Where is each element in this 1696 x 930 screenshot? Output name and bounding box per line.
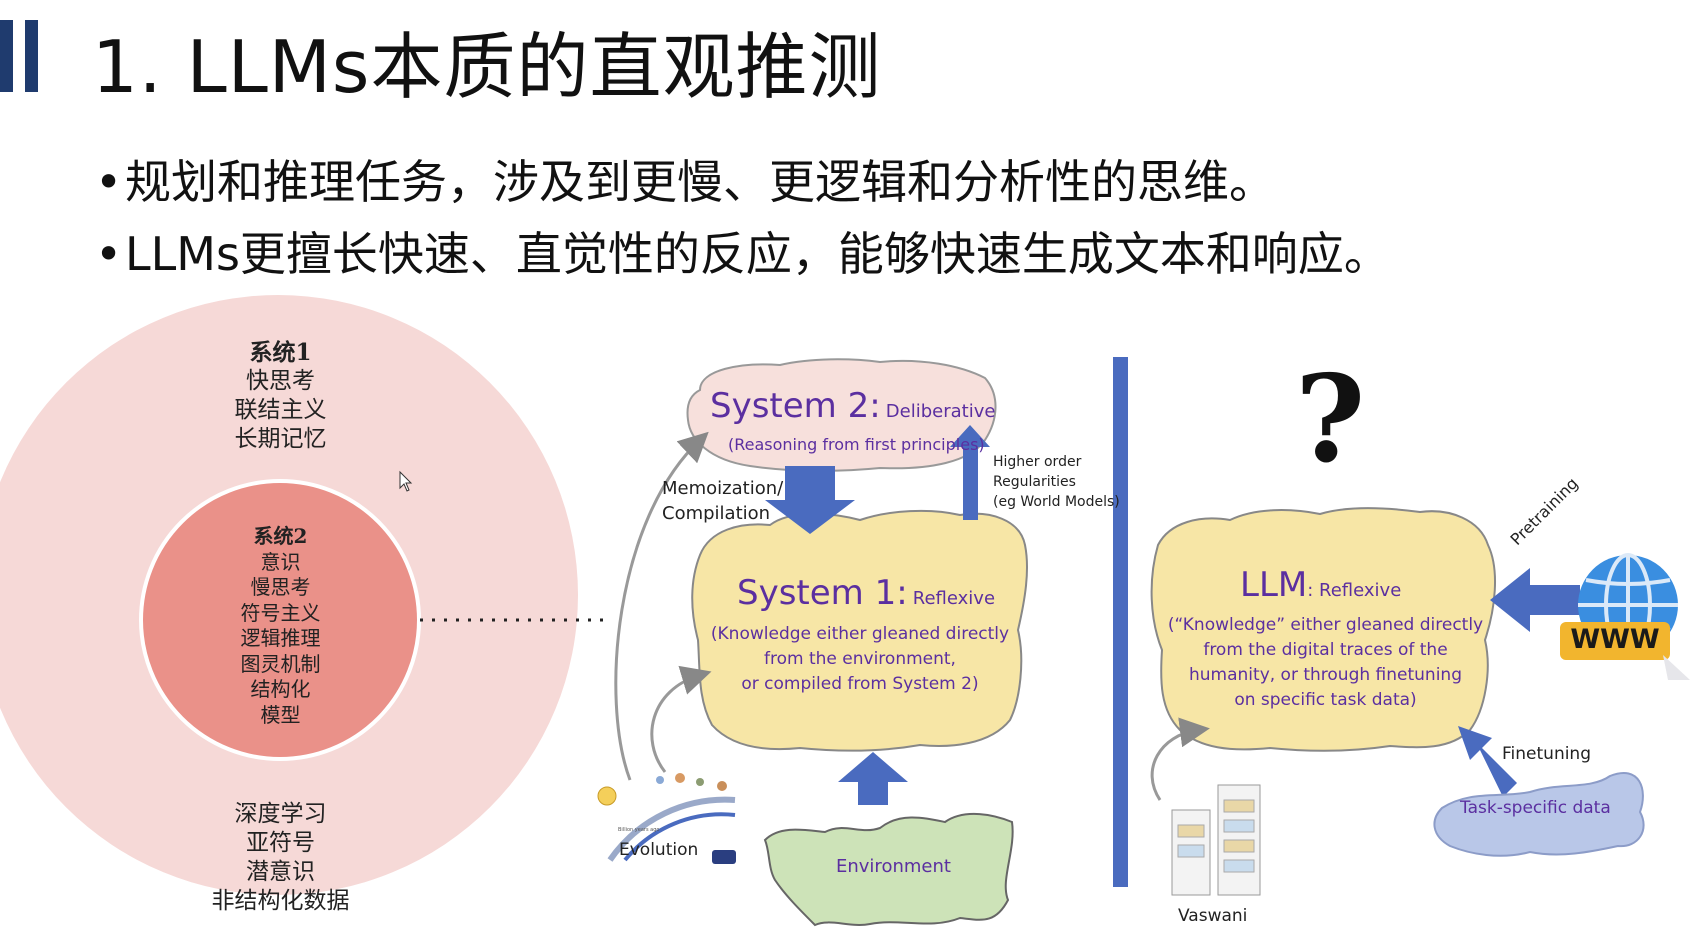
llm-description: (“Knowledge” either gleaned directly fro… — [1158, 613, 1493, 713]
vaswani-arrow — [1150, 717, 1210, 801]
question-mark: ? — [1295, 349, 1366, 490]
bullet-text: 规划和推理任务，涉及到更慢、更逻辑和分析性的思维。 — [125, 155, 1275, 209]
evolution-figure — [597, 773, 736, 864]
evolution-label: Evolution — [619, 840, 699, 860]
vertical-divider — [1113, 357, 1128, 887]
outer-bottom-text: 深度学习 亚符号 潜意识 非结构化数据 — [178, 800, 383, 916]
text-line: 快思考 — [246, 368, 315, 394]
llm-title: LLM — [1240, 565, 1308, 605]
finetuning-label: Finetuning — [1502, 744, 1592, 764]
text-line: 非结构化数据 — [211, 888, 350, 914]
environment-label: Environment — [836, 856, 951, 877]
evolution-to-system2-arrow — [614, 431, 709, 781]
task-data-shape — [1433, 772, 1645, 857]
regularities-label: Regularities — [993, 474, 1076, 490]
bullet-dot: • — [95, 227, 123, 281]
outer-top-text: 系统1 快思考 联结主义 长期记忆 — [178, 338, 383, 454]
higher-order-arrow — [950, 425, 990, 520]
text-line: 长期记忆 — [234, 426, 327, 452]
text-line: (“Knowledge” either gleaned directly — [1167, 615, 1484, 635]
globe-icon — [1560, 553, 1690, 680]
bullet-item: •规划和推理任务，涉及到更慢、更逻辑和分析性的思维。 — [95, 146, 1275, 212]
system2-description: (Reasoning from first principles) — [728, 435, 985, 454]
text-line: on specific task data) — [1234, 690, 1417, 710]
text-line: 慢思考 — [250, 575, 311, 599]
vaswani-thumbnail — [1171, 784, 1261, 896]
llm-heading: LLM: Reflexive — [1240, 565, 1401, 605]
text-line: humanity, or through finetuning — [1189, 665, 1462, 685]
llm-cloud — [1150, 507, 1497, 752]
world-models-label: (eg World Models) — [993, 494, 1120, 510]
bullet-text: LLMs更擅长快速、直觉性的反应，能够快速生成文本和响应。 — [125, 227, 1390, 281]
task-data-label: Task-specific data — [1460, 798, 1611, 818]
evolution-caption: Billion years ago — [618, 827, 660, 833]
compilation-label: Compilation — [662, 503, 771, 524]
text-line: 系统2 — [253, 524, 308, 548]
bullet-item: •LLMs更擅长快速、直觉性的反应，能够快速生成文本和响应。 — [95, 218, 1390, 284]
system2-subtitle: Deliberative — [885, 401, 996, 422]
bullet-dot: • — [95, 155, 123, 209]
text-line: 联结主义 — [234, 397, 327, 423]
memoization-arrow — [765, 466, 855, 534]
title-accent-bar — [25, 20, 38, 92]
system1-title: System 1: — [737, 573, 908, 613]
system2-title: System 2: — [710, 386, 881, 426]
system1-subtitle: Reflexive — [912, 588, 996, 609]
higher-order-label: Higher order — [993, 454, 1082, 470]
inner-circle — [139, 479, 421, 761]
finetuning-arrow — [1458, 726, 1517, 797]
evolution-to-system1-arrow — [650, 665, 712, 773]
inner-circle-text: 系统2 意识 慢思考 符号主义 逻辑推理 图灵机制 结构化 模型 — [178, 524, 383, 728]
text-line: 潜意识 — [246, 859, 315, 885]
environment-arrow — [838, 752, 908, 805]
slide-title: 1. LLMs本质的直观推测 — [92, 25, 882, 109]
text-line: 亚符号 — [246, 830, 315, 856]
text-line: 图灵机制 — [240, 651, 321, 676]
text-line: 深度学习 — [234, 801, 327, 827]
llm-subtitle: : Reflexive — [1307, 580, 1402, 601]
text-line: 系统1 — [249, 339, 312, 366]
cursor-icon — [399, 470, 413, 492]
text-line: from the digital traces of the — [1203, 640, 1448, 660]
system1-heading: System 1: Reflexive — [737, 573, 995, 613]
system2-heading: System 2: Deliberative — [710, 386, 995, 426]
text-line: or compiled from System 2) — [741, 674, 979, 694]
text-line: 逻辑推理 — [240, 626, 321, 650]
environment-shape — [763, 812, 1014, 927]
text-line: 结构化 — [250, 677, 311, 701]
system1-cloud — [691, 509, 1029, 752]
text-line: (Knowledge either gleaned directly — [710, 624, 1010, 644]
pretraining-arrow — [1490, 568, 1580, 632]
www-label: WWW — [1570, 624, 1660, 655]
system1-description: (Knowledge either gleaned directly from … — [700, 622, 1020, 697]
text-line: 符号主义 — [240, 600, 321, 625]
text-line: 意识 — [260, 549, 301, 574]
text-line: 模型 — [260, 702, 301, 727]
title-accent-bar — [0, 20, 13, 92]
text-line: from the environment, — [764, 649, 956, 669]
vaswani-label: Vaswani — [1178, 906, 1248, 926]
memoization-label: Memoization/ — [662, 478, 784, 499]
